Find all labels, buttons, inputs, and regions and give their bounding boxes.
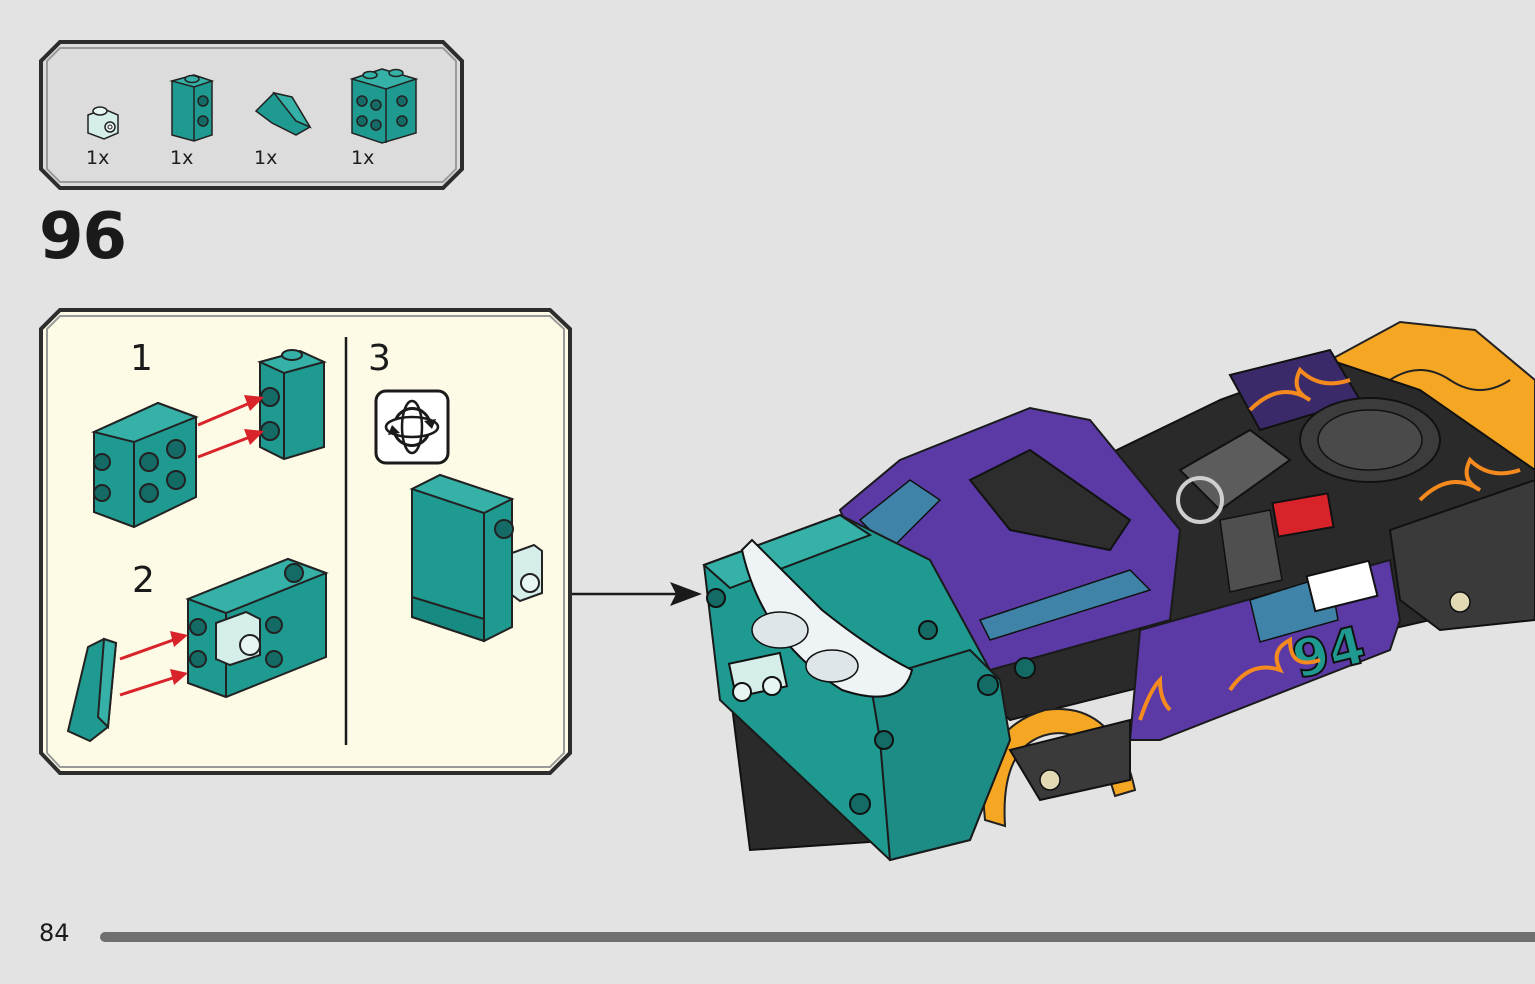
page-footer-rule: [100, 932, 1535, 942]
substep-3-illustration: [409, 473, 543, 643]
arrow-right-icon: [572, 582, 702, 606]
substep-1-illustration: [90, 349, 327, 529]
teal-slope-part-icon: [252, 89, 314, 141]
race-car-model-illustration: 94: [570, 320, 1535, 870]
bracket-part-icon: [84, 101, 124, 141]
part-quantity: 1x: [254, 147, 278, 169]
teal-brick-part-icon: [168, 71, 216, 143]
step-number: 96: [39, 200, 127, 274]
part-quantity: 1x: [86, 147, 110, 169]
substep-number: 1: [130, 338, 153, 379]
parts-list-panel: 1x 1x 1x: [38, 39, 465, 191]
substep-number: 3: [368, 338, 391, 379]
part-quantity: 1x: [351, 147, 375, 169]
substep-number: 2: [132, 560, 155, 601]
rotate-model-icon: [374, 389, 450, 465]
part-quantity: 1x: [170, 147, 194, 169]
teal-2x2-brick-part-icon: [348, 61, 420, 145]
substep-callout-panel: 1 2 3: [38, 307, 573, 777]
callout-frame: [39, 308, 572, 775]
substep-2-illustration: [66, 557, 329, 743]
page-number: 84: [39, 919, 70, 947]
